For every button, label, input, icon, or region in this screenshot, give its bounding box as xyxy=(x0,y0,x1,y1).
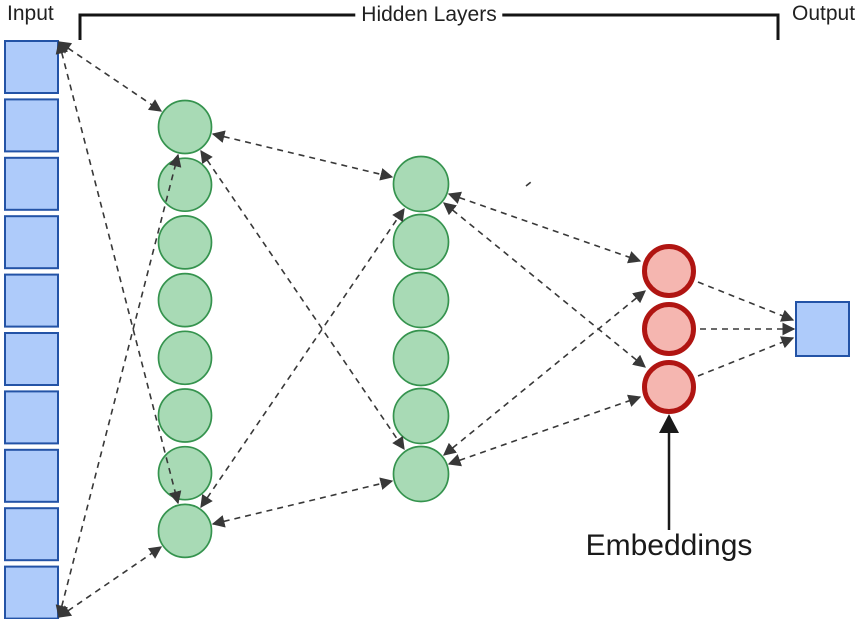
link-h1-top-to-h2-bottom xyxy=(200,149,405,451)
link-emb-bottom-to-output xyxy=(697,336,795,377)
hidden2-node xyxy=(392,213,450,271)
input-node xyxy=(4,98,59,153)
input-node xyxy=(4,215,59,270)
embedding-node xyxy=(642,244,696,298)
stray-mark xyxy=(525,181,532,187)
hidden1-node xyxy=(157,272,213,328)
input-node xyxy=(4,332,59,386)
hidden1-node xyxy=(157,99,213,155)
hidden1-node xyxy=(157,445,213,501)
link-h2-top-to-emb-top xyxy=(447,191,642,264)
hidden1-node xyxy=(157,330,213,386)
hidden1-node xyxy=(157,157,213,213)
link-input-bottom-to-h1-top xyxy=(55,153,182,619)
hidden-layers-label: Hidden Layers xyxy=(355,3,503,27)
hidden2-node xyxy=(392,445,450,503)
hidden2-node xyxy=(392,155,450,213)
link-h1-bottom-to-h2-bottom xyxy=(211,477,394,528)
link-input-bottom-to-h1-bottom xyxy=(57,546,163,618)
input-label: Input xyxy=(7,2,54,25)
hidden2-node xyxy=(392,271,450,329)
embedding-node xyxy=(642,360,696,414)
hidden2-node xyxy=(392,329,450,387)
embedding-node xyxy=(642,302,696,356)
input-node xyxy=(4,156,59,211)
input-node xyxy=(4,390,59,445)
hidden1-node xyxy=(157,388,213,443)
link-h2-bottom-to-emb-bottom xyxy=(447,394,642,467)
hidden1-node xyxy=(157,503,213,559)
embeddings-label: Embeddings xyxy=(585,529,753,562)
input-node xyxy=(4,507,59,562)
link-h1-top-to-h2-top xyxy=(211,130,394,181)
hidden1-node xyxy=(157,215,213,270)
embeddings-pointer-arrowhead xyxy=(659,414,679,433)
input-node xyxy=(4,565,59,619)
link-emb-top-to-output xyxy=(697,281,795,322)
output-node xyxy=(795,301,850,357)
input-node xyxy=(4,448,59,503)
input-node xyxy=(4,273,59,328)
input-node xyxy=(4,40,59,94)
link-h1-bottom-to-h2-top xyxy=(200,207,405,509)
hidden2-node xyxy=(392,387,450,445)
output-label: Output xyxy=(792,2,856,25)
